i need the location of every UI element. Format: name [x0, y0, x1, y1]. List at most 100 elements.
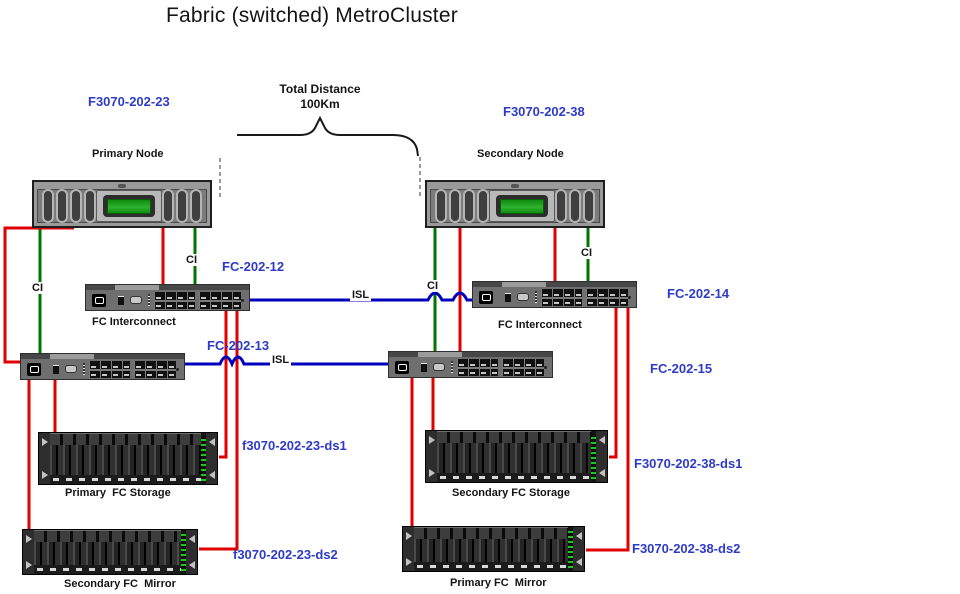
- screw-dot: [628, 295, 631, 299]
- fc-port-bank: [586, 288, 629, 306]
- filer-faceplate: [37, 189, 207, 223]
- switch-fc-202-14: [472, 281, 637, 308]
- label-switch-fc-202-13: FC-202-13: [207, 338, 270, 353]
- filer-faceplate: [430, 189, 600, 223]
- label-fc-interconnect-right: FC Interconnect: [498, 319, 582, 331]
- lcd-panel: [489, 190, 555, 222]
- shelf-led-column: [568, 530, 573, 568]
- label-primary-fc-storage: Primary FC Storage: [65, 487, 171, 499]
- shelf-led-column: [201, 436, 206, 481]
- lcd-panel: [96, 190, 162, 222]
- power-inlet-icon: [479, 290, 493, 304]
- label-isl-lower: ISL: [270, 354, 292, 366]
- screw-dot: [544, 365, 547, 369]
- status-leds: [82, 363, 85, 375]
- drive-handles-row: [437, 431, 591, 443]
- serial-port-icon: [516, 293, 529, 301]
- isl-cable-lower: [185, 355, 388, 368]
- mgmt-port-icon: [52, 364, 59, 374]
- mgmt-port-icon: [117, 295, 124, 305]
- shelf-endcap-right: [186, 530, 197, 574]
- vent-grille-left: [435, 189, 489, 223]
- fc-cable-sw12-to-ds1: [219, 311, 228, 459]
- diagram-title: Fabric (switched) MetroCluster: [166, 4, 458, 27]
- fc-cable-sw14-to-ds2: [586, 308, 630, 552]
- switch-fc-202-13: [20, 353, 185, 380]
- fc-port-bank: [153, 291, 196, 309]
- fc-cable-sw14-to-ds1: [609, 308, 618, 459]
- drive-latch-row: [437, 473, 591, 482]
- mgmt-port-icon: [504, 292, 511, 302]
- serial-port-icon: [129, 296, 142, 304]
- fc-port-bank: [502, 358, 545, 376]
- vent-grille-right: [162, 189, 202, 223]
- status-leds: [450, 361, 453, 373]
- label-shelf-ds2-right: F3070-202-38-ds2: [632, 541, 741, 556]
- shelf-led-column: [591, 434, 596, 479]
- serial-port-icon: [64, 365, 77, 373]
- switch-top-rail: [21, 354, 184, 359]
- screw-dot: [176, 367, 179, 371]
- drive-modules: [414, 539, 568, 562]
- vent-grille-right: [555, 189, 595, 223]
- switch-top-rail: [86, 285, 249, 290]
- switch-top-rail: [389, 352, 552, 357]
- drive-latch-row: [414, 562, 568, 571]
- fc-cable-primary-left-loop: [3, 226, 74, 364]
- label-shelf-ds1-left: f3070-202-23-ds1: [242, 438, 347, 453]
- mgmt-port-icon: [420, 362, 427, 372]
- drive-handles-row: [414, 527, 568, 539]
- shelf-endcap-left: [426, 431, 437, 482]
- hostname-secondary: F3070-202-38: [503, 104, 585, 119]
- label-primary-fc-mirror: Primary FC Mirror: [450, 577, 547, 589]
- total-distance-annotation: Total Distance 100Km: [279, 82, 361, 111]
- label-secondary-fc-mirror: Secondary FC Mirror: [64, 578, 176, 590]
- label-ci-secondary-left: CI: [425, 280, 440, 292]
- hostname-primary: F3070-202-23: [88, 94, 170, 109]
- fc-port-bank: [134, 360, 177, 378]
- filer-secondary-node: [425, 180, 605, 228]
- drive-latch-row: [50, 475, 201, 484]
- status-leds: [534, 291, 537, 303]
- screw-dot: [241, 298, 244, 302]
- status-leds: [147, 294, 150, 306]
- shelf-endcap-right: [596, 431, 607, 482]
- vent-grille-left: [42, 189, 96, 223]
- shelf-endcap-left: [403, 527, 414, 571]
- shelf-secondary-fc-mirror: [22, 529, 198, 575]
- label-switch-fc-202-12: FC-202-12: [222, 259, 285, 274]
- power-inlet-icon: [27, 362, 41, 376]
- lcd-screen: [500, 198, 544, 214]
- label-switch-fc-202-15: FC-202-15: [650, 361, 713, 376]
- label-ci-secondary-right: CI: [579, 247, 594, 259]
- fc-port-bank: [88, 360, 131, 378]
- shelf-primary-fc-storage: [38, 432, 218, 485]
- label-isl-upper: ISL: [350, 289, 372, 301]
- shelf-led-column: [181, 533, 186, 571]
- label-primary-node: Primary Node: [92, 148, 164, 160]
- isl-cable-upper: [250, 291, 472, 302]
- drive-modules: [437, 443, 591, 473]
- shelf-primary-fc-mirror: [402, 526, 585, 572]
- drive-modules: [34, 542, 181, 565]
- switch-fc-202-15: [388, 351, 553, 378]
- shelf-secondary-fc-storage: [425, 430, 608, 483]
- filer-primary-node: [32, 180, 212, 228]
- shelf-endcap-right: [206, 433, 217, 484]
- serial-port-icon: [432, 363, 445, 371]
- label-secondary-node: Secondary Node: [477, 148, 564, 160]
- fc-port-bank: [199, 291, 242, 309]
- lcd-screen: [107, 198, 151, 214]
- label-shelf-ds2-left: f3070-202-23-ds2: [233, 547, 338, 562]
- drive-modules: [50, 445, 201, 475]
- shelf-endcap-left: [23, 530, 34, 574]
- distance-brace: [237, 115, 419, 157]
- drive-handles-row: [34, 530, 181, 542]
- drive-latch-row: [34, 565, 181, 574]
- fc-cable-sw12-to-ds2: [199, 311, 239, 551]
- drive-handles-row: [50, 433, 201, 445]
- label-shelf-ds1-right: F3070-202-38-ds1: [634, 456, 743, 471]
- label-ci-primary-left: CI: [30, 282, 45, 294]
- power-inlet-icon: [92, 293, 106, 307]
